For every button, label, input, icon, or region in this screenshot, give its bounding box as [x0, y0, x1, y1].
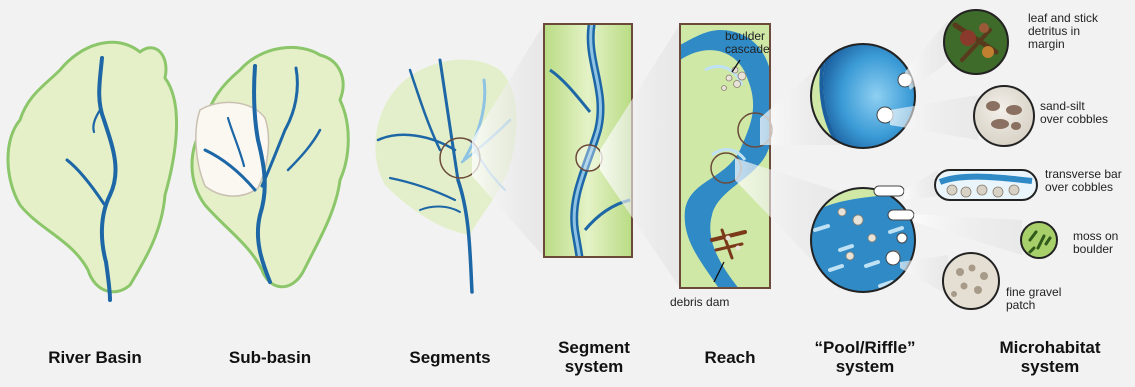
segment-system-line-1: Segment	[530, 338, 658, 357]
annotation-moss: moss on boulder	[1073, 230, 1118, 256]
zoom-cone-moss	[914, 214, 1022, 255]
river-basin-shape	[8, 42, 177, 300]
leaf-stick-line-3: margin	[1028, 38, 1098, 51]
label-river-basin: River Basin	[10, 348, 180, 367]
pool-riffle-line-1: “Pool/Riffle”	[800, 338, 930, 357]
label-sub-basin: Sub-basin	[185, 348, 355, 367]
zoom-cone-1	[472, 24, 544, 257]
leaf-stick-detritus-circle	[944, 10, 1008, 74]
sand-silt-circle	[974, 86, 1034, 146]
label-segment-system: Segment system	[530, 338, 658, 376]
sand-silt-line-2: over cobbles	[1040, 113, 1108, 126]
sub-basin-shape	[192, 47, 348, 286]
transverse-bar-capsule	[935, 170, 1037, 200]
annotation-fine-gravel: fine gravel patch	[1006, 286, 1061, 312]
annotation-transverse-bar: transverse bar over cobbles	[1045, 168, 1122, 194]
annotation-debris-dam: debris dam	[670, 296, 729, 309]
label-pool-riffle-system: “Pool/Riffle” system	[800, 338, 930, 376]
segment-system-line-2: system	[530, 357, 658, 376]
label-segments: Segments	[365, 348, 535, 367]
annotation-leaf-stick: leaf and stick detritus in margin	[1028, 12, 1098, 51]
label-microhabitat-system: Microhabitat system	[975, 338, 1125, 376]
fine-gravel-line-2: patch	[1006, 299, 1061, 312]
zoom-cone-bar	[904, 170, 938, 200]
annotation-boulder-cascade: boulder cascade	[725, 30, 770, 56]
moss-line-2: boulder	[1073, 243, 1118, 256]
annotation-sand-silt: sand-silt over cobbles	[1040, 100, 1108, 126]
microhabitat-line-2: system	[975, 357, 1125, 376]
label-reach: Reach	[670, 348, 790, 367]
zoom-cone-leaf	[905, 20, 948, 90]
boulder-cascade-line-2: cascade	[725, 43, 770, 56]
transverse-bar-line-2: over cobbles	[1045, 181, 1122, 194]
moss-on-boulder-circle	[1021, 222, 1057, 258]
reach-panel	[680, 24, 776, 290]
zoom-cone-gravel	[900, 255, 948, 295]
microhabitat-line-1: Microhabitat	[975, 338, 1125, 357]
fine-gravel-circle	[943, 253, 999, 309]
pool-riffle-line-2: system	[800, 357, 930, 376]
